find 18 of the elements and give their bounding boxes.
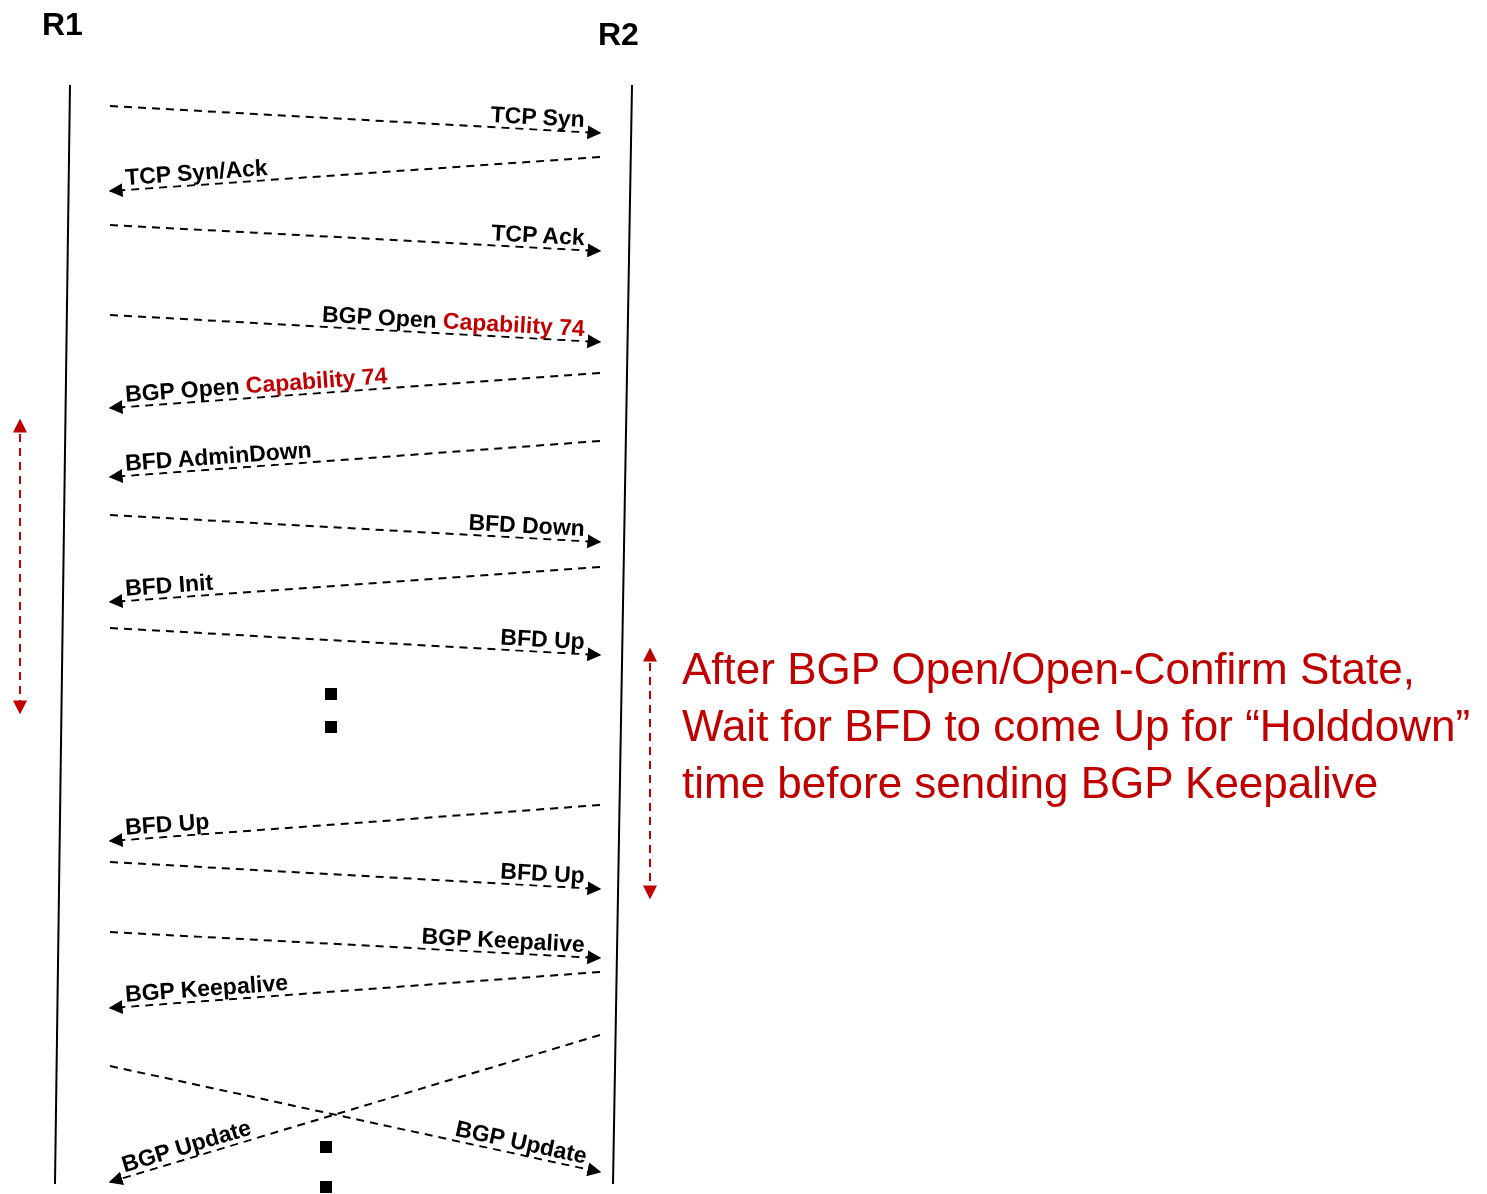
message-arrow [109, 224, 602, 258]
message-arrow [108, 156, 601, 198]
message-arrow [108, 971, 601, 1015]
message-arrow [109, 1065, 602, 1177]
message-arrow [109, 514, 602, 549]
message-arrow [108, 440, 601, 484]
message-arrow [108, 372, 601, 415]
participant-name: R2 [598, 16, 639, 53]
message-arrow [108, 1034, 601, 1186]
message-arrow [109, 931, 602, 965]
note-text: After BGP Open/Open-Confirm State, Wait for BFD to come Up for “Holddown” time before sending BGP Keepalive [682, 643, 1472, 809]
participant-name: R1 [42, 6, 83, 43]
message-arrow [108, 566, 601, 609]
message-arrow [108, 804, 601, 848]
message-arrow [109, 861, 602, 896]
message-arrow [109, 314, 602, 349]
message-arrow [109, 105, 602, 140]
message-arrow [109, 627, 602, 662]
